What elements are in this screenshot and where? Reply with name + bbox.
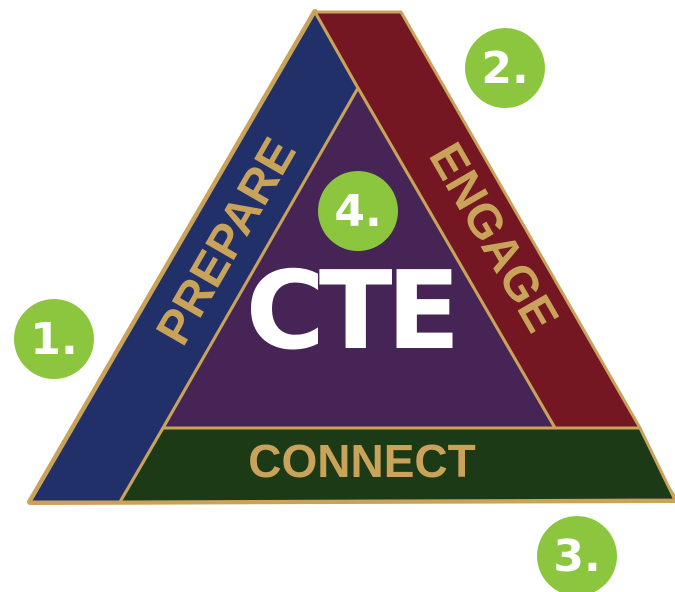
badge-3: 3. (537, 516, 617, 592)
label-connect: CONNECT (248, 435, 475, 487)
center-triangle (161, 86, 557, 430)
badge-1: 1. (14, 299, 94, 379)
badge-4-label: 4. (334, 186, 381, 237)
badge-2-label: 2. (481, 43, 528, 94)
badge-4: 4. (318, 171, 398, 251)
badge-2: 2. (465, 28, 545, 108)
badge-1-label: 1. (30, 314, 77, 365)
cte-logo: CTE (246, 249, 455, 374)
badge-3-label: 3. (553, 531, 600, 582)
